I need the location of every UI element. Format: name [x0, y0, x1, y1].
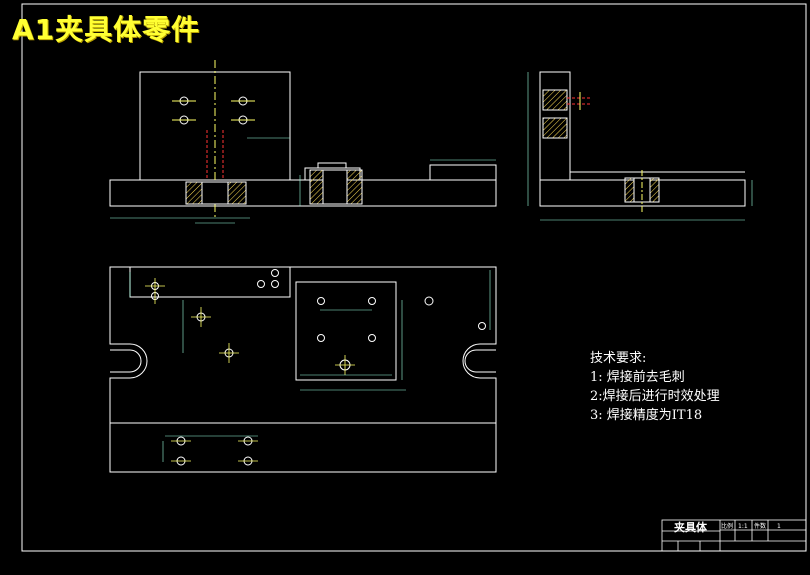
scale-label: 比例 [721, 522, 733, 530]
right-block [429, 164, 497, 181]
u-slot-right [464, 349, 496, 373]
u-slot-left [110, 349, 142, 373]
requirement-item: 2:焊接后进行时效处理 [590, 389, 720, 404]
part-name: 夹具体 [674, 520, 708, 534]
upright-holes [172, 96, 255, 125]
top-plate-outline [109, 266, 497, 473]
scale-value: 1:1 [738, 523, 748, 530]
requirement-item: 1: 焊接前去毛刺 [590, 370, 685, 385]
requirements-heading: 技术要求: [590, 351, 647, 366]
title-block [661, 519, 807, 552]
qty-label: 件数 [754, 522, 766, 530]
top-view [109, 266, 497, 473]
overlay-title: A1夹具体零件 [12, 13, 201, 46]
technical-requirements: 技术要求: 1: 焊接前去毛刺 2:焊接后进行时效处理 3: 焊接精度为IT18 [590, 349, 720, 425]
side-view [527, 71, 753, 221]
requirement-item: 3: 焊接精度为IT18 [590, 408, 703, 423]
front-view [109, 60, 497, 224]
side-hatch-mid [542, 117, 568, 139]
qty-value: 1 [777, 523, 781, 530]
drawing-frame [21, 3, 807, 552]
top-holes [151, 269, 486, 466]
side-hatch-top [542, 89, 568, 111]
inner-block-center [295, 281, 397, 381]
base-plate [109, 179, 497, 207]
